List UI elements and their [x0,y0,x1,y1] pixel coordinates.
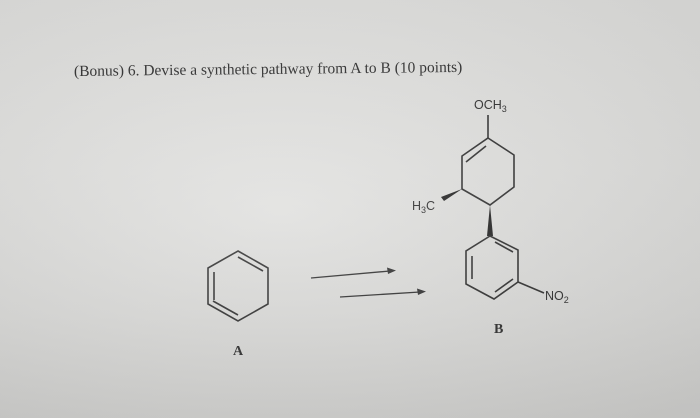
compound-a-label: A [233,344,244,359]
methoxy-group-label: OCH3 [474,98,507,114]
aryl-wedge-bond [487,205,493,236]
nitro-group-label: NO2 [545,289,569,305]
methyl-group-label: H3C [412,199,436,215]
benzene-ring-b [465,235,545,300]
reaction-arrows [310,267,426,298]
compound-b-label: B [494,322,504,337]
methyl-wedge-bond [441,189,462,201]
cyclohexene-ring-b [461,115,515,206]
benzene-ring-a [207,250,269,322]
